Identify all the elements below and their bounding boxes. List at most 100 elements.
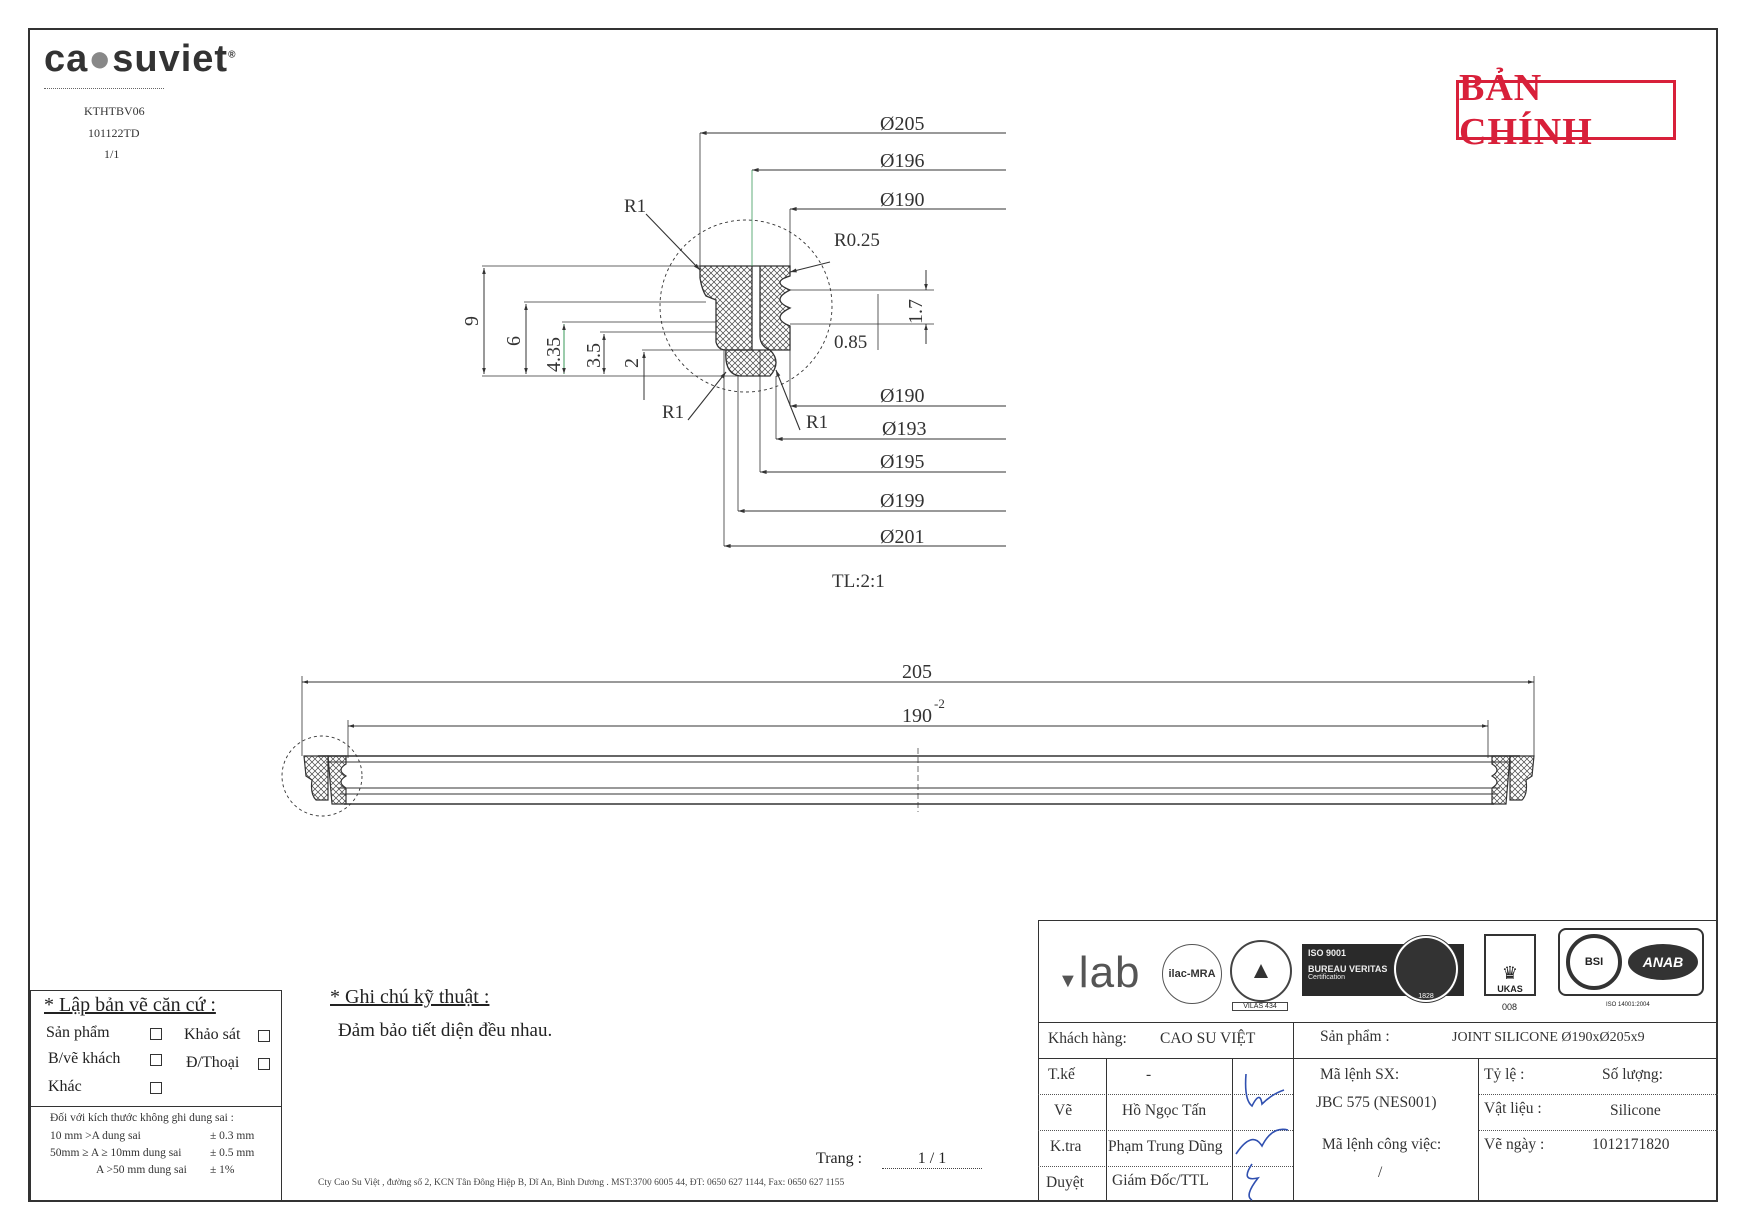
- iso14001-label: ISO 14001:2004: [1606, 1002, 1650, 1008]
- doc-page: 1/1: [104, 147, 120, 161]
- signature-drawn: [1244, 1073, 1285, 1108]
- doc-code: KTHTBV06: [84, 104, 145, 118]
- accreditation-seal-icon: ▲: [1230, 940, 1292, 1002]
- basis-other: Khác: [48, 1078, 82, 1095]
- check-label: K.tra: [1050, 1138, 1082, 1155]
- tb-vline-2: [1232, 1058, 1233, 1202]
- dim-h9: 9: [461, 316, 483, 326]
- dim-d199: Ø199: [880, 490, 924, 512]
- scale-label: TL:2:1: [832, 571, 885, 592]
- basis-customer-drawing: B/vẽ khách: [48, 1050, 121, 1067]
- tb-vline-1: [1106, 1058, 1107, 1202]
- tb-vline-3: [1293, 1022, 1294, 1202]
- date-label: Vẽ ngày :: [1484, 1136, 1545, 1153]
- product-value: JOINT SILICONE Ø190xØ205x9: [1452, 1030, 1645, 1045]
- customer-value: CAO SU VIỆT: [1160, 1030, 1256, 1047]
- ratio-label: Tỷ lệ :: [1484, 1066, 1525, 1083]
- order-value: JBC 575 (NES001): [1316, 1094, 1437, 1111]
- signatures: [1235, 1073, 1289, 1201]
- dim-d196: Ø196: [880, 150, 924, 172]
- vilas-label: VILAS 434: [1232, 1002, 1288, 1011]
- dim-w085: 0.85: [834, 332, 867, 353]
- seal-section-lips: [752, 265, 792, 351]
- product-label: Sản phẩm :: [1320, 1028, 1390, 1045]
- tb-line-3a: [1038, 1094, 1293, 1095]
- tb-line-5: [1038, 1166, 1293, 1167]
- bureau-veritas-seal: 1828: [1394, 936, 1458, 1002]
- vilab-logo: ▼lab: [1058, 948, 1141, 997]
- tb-line-4a: [1038, 1130, 1293, 1131]
- dim-inner-190: 190: [902, 705, 932, 727]
- design-label: T.kế: [1048, 1066, 1075, 1083]
- height-dimensions: [482, 265, 934, 400]
- dim-h2: 2: [621, 358, 643, 368]
- anab-logo: ANAB: [1628, 944, 1698, 980]
- basis-phone-checkbox[interactable]: [258, 1058, 270, 1070]
- dim-d201: Ø201: [880, 526, 924, 548]
- drawn-value: Hồ Ngọc Tấn: [1122, 1102, 1207, 1119]
- material-label: Vật liệu :: [1484, 1100, 1542, 1117]
- date-value: 1012171820: [1592, 1136, 1670, 1153]
- tb-line-3b: [1478, 1094, 1718, 1095]
- tolerance-title: Đối với kích thước không ghi dung sai :: [50, 1112, 234, 1124]
- page-label: Trang :: [816, 1150, 863, 1167]
- drawing-frame: [28, 28, 1718, 1202]
- detail-circle: [659, 219, 833, 393]
- seal-overview: [281, 676, 1535, 817]
- technical-notes-title: * Ghi chú kỹ thuật :: [330, 986, 490, 1008]
- basis-separator: [30, 1106, 282, 1107]
- basis-customer-drawing-checkbox[interactable]: [150, 1054, 162, 1066]
- basis-product: Sản phẩm: [46, 1024, 110, 1041]
- checker-value: Phạm Trung Dũng: [1108, 1138, 1223, 1155]
- bsi-logo: BSI: [1566, 934, 1622, 990]
- basis-phone: Đ/Thoại: [186, 1054, 240, 1071]
- basis-survey: Khảo sát: [184, 1026, 241, 1043]
- tb-line-1: [1038, 1022, 1718, 1023]
- basis-product-checkbox[interactable]: [150, 1028, 162, 1040]
- tolerance-value-2: ± 0.5 mm: [210, 1147, 255, 1159]
- basis-title: * Lập bản vẽ căn cứ :: [44, 994, 216, 1016]
- tolerance-range-1: 10 mm >A dung sai: [50, 1130, 141, 1142]
- basis-survey-checkbox[interactable]: [258, 1030, 270, 1042]
- seal-section-outer: [699, 265, 753, 351]
- dim-h17: 1.7: [905, 299, 927, 324]
- dim-r1-left: R1: [662, 402, 684, 423]
- tb-line-4b: [1478, 1130, 1718, 1131]
- tolerance-range-3: A >50 mm dung sai: [96, 1164, 187, 1176]
- dim-outer-205: 205: [902, 661, 932, 683]
- dim-h6: 6: [503, 336, 525, 346]
- ilac-mra-logo: ilac-MRA: [1162, 944, 1222, 1004]
- company-address: Cty Cao Su Việt , đường số 2, KCN Tân Đô…: [318, 1178, 845, 1188]
- ukas-number: 008: [1502, 1002, 1518, 1012]
- bsi-anab-badge: [1558, 928, 1704, 996]
- tolerance-value-3: ± 1%: [210, 1164, 235, 1176]
- order-label: Mã lệnh SX:: [1320, 1066, 1400, 1083]
- design-value: -: [1146, 1066, 1152, 1083]
- dim-d205: Ø205: [880, 113, 924, 135]
- crown-icon: ♛: [1501, 963, 1519, 983]
- dim-d190-bot: Ø190: [880, 385, 924, 407]
- title-block: [1038, 920, 1718, 1202]
- dim-r025: R0.25: [834, 230, 880, 251]
- tolerance-value-1: ± 0.3 mm: [210, 1130, 255, 1142]
- ukas-logo: ♛UKAS: [1484, 934, 1536, 996]
- diameter-leaders: [645, 131, 1006, 548]
- dim-r1-top: R1: [624, 196, 646, 217]
- drawn-label: Vẽ: [1054, 1102, 1073, 1119]
- dim-d195: Ø195: [880, 451, 924, 473]
- drawing-basis-box: [30, 990, 282, 1202]
- quantity-label: Số lượng:: [1602, 1066, 1663, 1083]
- material-value: Silicone: [1610, 1102, 1661, 1119]
- section-detail: [659, 219, 833, 393]
- dim-d193: Ø193: [882, 418, 926, 440]
- page-number: 1 / 1: [882, 1150, 982, 1169]
- basis-other-checkbox[interactable]: [150, 1082, 162, 1094]
- signature-checker: [1235, 1128, 1289, 1201]
- technical-notes-text: Đảm bảo tiết diện đều nhau.: [338, 1020, 553, 1041]
- dim-h435: 4.35: [543, 337, 565, 372]
- dim-d190-top: Ø190: [880, 189, 924, 211]
- seal-section-base: [725, 349, 777, 377]
- approver-value: Giám Đốc/TTL: [1112, 1172, 1209, 1189]
- tolerance-range-2: 50mm ≥ A ≥ 10mm dung sai: [50, 1147, 182, 1159]
- doc-ref: 101122TD: [88, 126, 140, 140]
